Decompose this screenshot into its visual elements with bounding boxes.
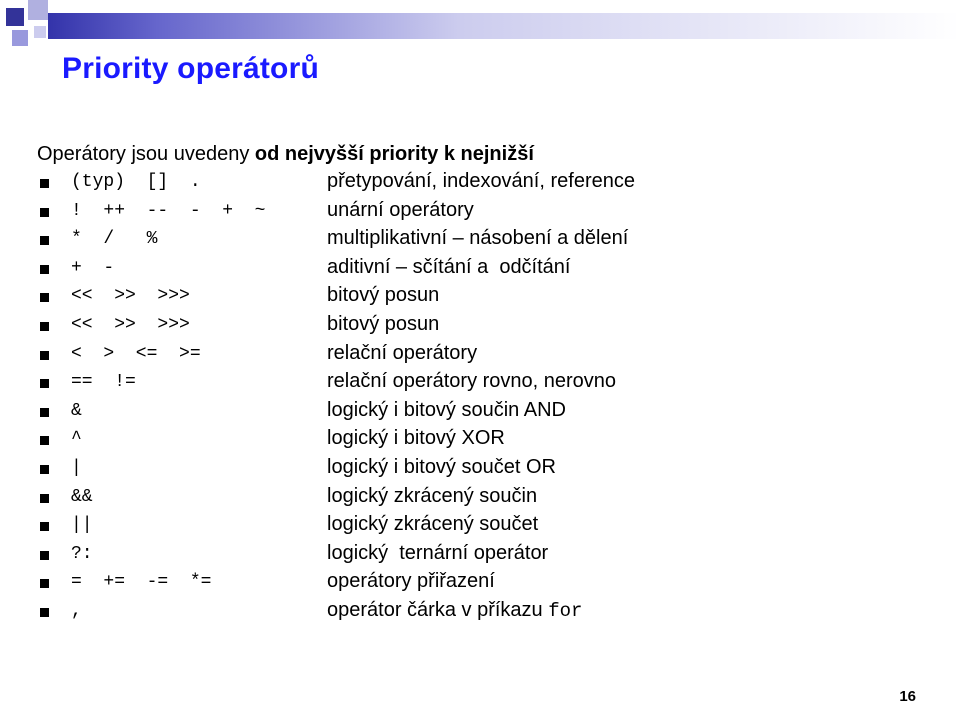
operator-description: operátor čárka v příkazu for [327, 599, 582, 622]
operator-row: , operátor čárka v příkazu for [0, 599, 960, 627]
square-bullet-icon [40, 465, 49, 474]
operator-row: << >> >>> bitový posun [0, 313, 960, 341]
decor-square-light [28, 0, 48, 20]
description-text: logický zkrácený součin [327, 484, 538, 507]
operator-row: << >> >>> bitový posun [0, 284, 960, 312]
square-bullet-icon [40, 264, 49, 274]
intro-bold: od nejvyšší priority k nejnižší [254, 143, 534, 165]
operator-symbols: && [71, 486, 93, 507]
operator-description: logický i bitový XOR [327, 427, 505, 450]
operator-description: relační operátory [327, 342, 477, 365]
operator-description: relační operátory rovno, nerovno [327, 370, 616, 393]
square-bullet-icon [40, 293, 49, 303]
description-text: aditivní – sčítání a odčítání [327, 255, 571, 278]
square-bullet-icon [40, 179, 49, 188]
operator-row: && logický zkrácený součin [0, 485, 960, 513]
operator-row: == != relační operátory rovno, nerovno [0, 370, 960, 398]
operator-symbols: == != [71, 372, 136, 393]
operator-symbols: & [71, 400, 82, 421]
operator-symbols: << >> >>> [71, 286, 190, 307]
operator-description: unární operátory [327, 199, 474, 222]
square-bullet-icon [40, 322, 49, 331]
operator-row: * / % multiplikativní – násobení a dělení [0, 227, 960, 255]
operator-description: logický i bitový součin AND [327, 399, 566, 422]
square-bullet-icon [40, 350, 49, 360]
description-text: bitový posun [327, 284, 440, 307]
description-text: logický ternární operátor [327, 541, 549, 564]
slide-title: Priority operátorů [62, 52, 319, 85]
operator-row: + - aditivní – sčítání a odčítání [0, 256, 960, 284]
operator-symbols: << >> >>> [71, 315, 190, 335]
operator-row: (typ) [] . přetypování, indexování, refer… [0, 170, 960, 198]
operator-description: logický zkrácený součin [327, 485, 537, 508]
description-text: relační operátory rovno, nerovno [327, 370, 617, 393]
intro-prefix: Operátory jsou uvedeny [37, 143, 255, 165]
square-bullet-icon [40, 207, 49, 217]
operator-symbols: , [71, 601, 82, 621]
operator-symbols: || [71, 515, 93, 536]
description-text: bitový posun [327, 313, 440, 335]
square-bullet-icon [40, 236, 49, 246]
decor-square-small [34, 26, 46, 38]
square-bullet-icon [40, 550, 49, 560]
operator-description: bitový posun [327, 284, 439, 307]
description-code: for [548, 600, 583, 622]
operator-symbols: = += -= *= [71, 572, 212, 593]
decor-square-dark [6, 8, 24, 26]
operator-description: logický i bitový součet OR [327, 456, 556, 479]
description-text: logický i bitový součin AND [327, 398, 566, 421]
operator-row: | logický i bitový součet OR [0, 456, 960, 484]
header-gradient-bar [48, 13, 960, 39]
square-bullet-icon [40, 522, 49, 532]
operator-description: logický ternární operátor [327, 542, 548, 565]
description-text: logický i bitový součet OR [327, 456, 556, 478]
operator-symbols: + - [71, 257, 115, 278]
operator-row: < > <= >= relační operátory [0, 342, 960, 370]
operator-row: ! ++ -- - + ~ unární operátory [0, 199, 960, 227]
operator-row: & logický i bitový součin AND [0, 399, 960, 427]
description-text: relační operátory [327, 341, 478, 364]
operator-row: ?: logický ternární operátor [0, 542, 960, 570]
square-bullet-icon [40, 379, 49, 389]
operator-row: ^ logický i bitový XOR [0, 427, 960, 455]
operator-description: logický zkrácený součet [327, 513, 538, 536]
description-text: multiplikativní – násobení a dělení [327, 227, 629, 250]
operator-row: = += -= *= operátory přiřazení [0, 570, 960, 598]
operator-symbols: * / % [71, 229, 158, 250]
description-text: logický zkrácený součet [327, 513, 539, 536]
operator-description: přetypování, indexování, reference [327, 170, 635, 193]
operator-symbols: | [71, 458, 82, 478]
operator-symbols: ^ [71, 429, 82, 450]
description-text: unární operátory [327, 198, 474, 221]
operator-symbols: ?: [71, 543, 93, 564]
square-bullet-icon [40, 436, 49, 446]
operator-description: aditivní – sčítání a odčítání [327, 256, 570, 279]
page-number: 16 [899, 688, 916, 705]
operator-symbols: < > <= >= [71, 343, 201, 364]
intro-text: Operátory jsou uvedeny od nejvyšší prior… [37, 143, 534, 166]
operator-symbols: ! ++ -- - + ~ [71, 200, 266, 221]
square-bullet-icon [40, 608, 49, 617]
operator-description: multiplikativní – násobení a dělení [327, 227, 628, 250]
square-bullet-icon [40, 407, 49, 417]
square-bullet-icon [40, 579, 49, 589]
operator-symbols: (typ) [] . [71, 172, 201, 192]
description-text: přetypování, indexování, reference [327, 170, 635, 192]
description-text: logický i bitový XOR [327, 427, 505, 450]
description-text: operátor čárka v příkazu [327, 599, 549, 621]
decor-square-mid [12, 30, 28, 46]
square-bullet-icon [40, 493, 49, 503]
operator-description: bitový posun [327, 313, 439, 336]
description-text: operátory přiřazení [327, 570, 495, 593]
operator-description: operátory přiřazení [327, 570, 495, 593]
operator-row: || logický zkrácený součet [0, 513, 960, 541]
